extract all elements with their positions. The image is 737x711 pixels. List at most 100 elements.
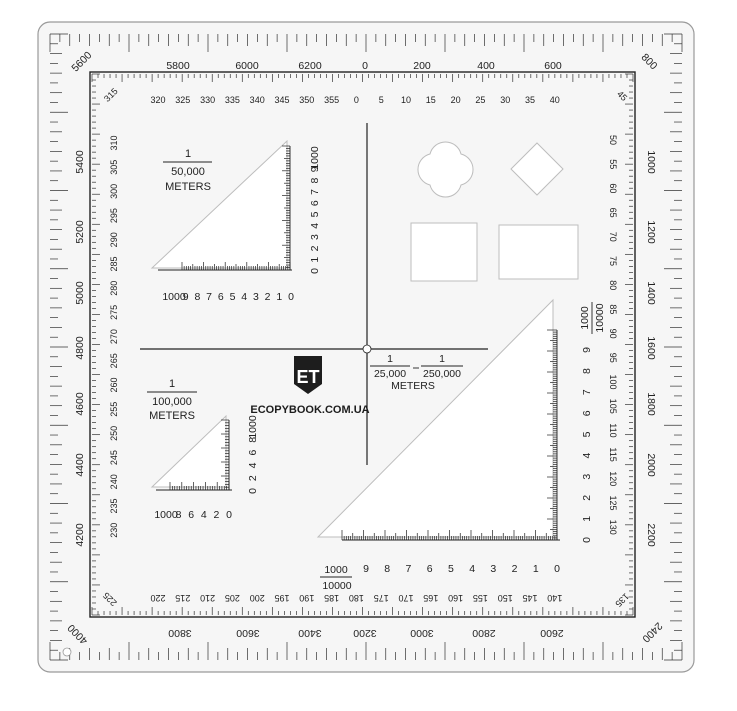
degree-left-labels: 3103053002952902852802752702652602552502… [109,135,119,537]
degree-label: 250 [109,426,119,441]
ruler-label: 6 [247,450,259,456]
mil-label: 200 [413,60,431,72]
degree-label: 310 [109,135,119,150]
scale-fraction-bottom: 50,000 [171,166,205,178]
mil-label: 3400 [298,627,322,639]
ruler-label: 1 [309,257,321,263]
degree-label: 20 [451,95,461,105]
inner-degree-ticks [91,73,634,616]
scale-right-10000: 10000 [594,303,606,332]
scale-fraction-top: 1 [185,148,191,160]
degree-label: 305 [109,160,119,175]
ruler-label: 4 [247,462,259,468]
center-crosshair [140,123,488,465]
scale-fraction-top: 1 [387,353,393,365]
degree-label: 285 [109,256,119,271]
degree-label: 60 [608,183,618,193]
degree-label: 200 [250,593,265,603]
scale-25k-x-ticks [341,530,558,540]
mil-label: 2200 [645,523,657,547]
degree-label: 65 [608,208,618,218]
ruler-label: 6 [581,410,593,416]
degree-label: 160 [448,593,463,603]
ruler-label: 0 [288,291,294,303]
ruler-label: 3 [309,234,321,240]
degree-label: 95 [608,353,618,363]
degree-label: 170 [398,593,413,603]
ruler-label: 1000 [162,291,186,303]
ruler-label: 4 [309,223,321,229]
logo-monogram: ET [296,367,319,387]
degree-label: 245 [109,450,119,465]
ruler-label: 1 [276,291,282,303]
degree-label: 150 [498,593,513,603]
brand-name: ECOPYBOOK.COM.UA [250,404,369,416]
scale-unit: METERS [149,410,195,422]
ruler-label: 0 [581,537,593,543]
ruler-label: 4 [201,509,207,521]
scale-50k-x-ticks [181,262,291,270]
mil-label: 400 [477,60,495,72]
scale-fraction-bottom: 25,000 [374,368,406,380]
ruler-label: 6 [188,509,194,521]
degree-label: 0 [354,95,359,105]
hanging-hole [62,647,72,657]
mil-label: 3800 [168,627,192,639]
degree-label: 290 [109,232,119,247]
ruler-label: 0 [554,563,560,575]
degree-label: 295 [109,208,119,223]
mil-label: 3200 [353,627,377,639]
degree-label: 55 [608,159,618,169]
mil-label: 1800 [645,392,657,416]
ruler-label: 0 [247,488,259,494]
degree-label: 270 [109,329,119,344]
mil-label: 3600 [236,627,260,639]
mil-label: 1200 [645,220,657,244]
ruler-label: 8 [309,178,321,184]
ruler-label: 1000 [309,146,321,170]
scale-100k-caption: 1 100,000 METERS [147,378,197,422]
ruler-label: 0 [226,509,232,521]
mil-label: 4400 [74,453,86,477]
ruler-label: 9 [183,291,189,303]
degree-label: 25 [475,95,485,105]
ruler-label: 6 [427,563,433,575]
mil-label: 4600 [74,392,86,416]
mil-label: 5000 [74,281,86,305]
scale-25k-corner-label: 1000 10000 [320,564,352,592]
mil-label: 2000 [645,453,657,477]
degree-label: 265 [109,353,119,368]
ruler-label: 3 [581,474,593,480]
degree-label: 255 [109,402,119,417]
quatrefoil-cutout [417,141,474,198]
mils-bottom-labels: 3800 3600 3400 3200 3000 2800 2600 [168,627,564,639]
degree-label: 180 [349,593,364,603]
degree-label: 210 [200,593,215,603]
ruler-label: 1000 [247,415,259,439]
degree-label: 205 [225,593,240,603]
degree-label: 100 [608,374,618,389]
scale-100k-x-ticks [169,482,230,490]
inner-frame [89,71,636,618]
scale-fraction-bottom: 250,000 [423,368,461,380]
ruler-label: 7 [581,389,593,395]
degree-label: 40 [550,95,560,105]
rectangle-cutout [498,224,579,280]
scale-right-1000: 1000 [579,306,591,330]
degree-label: 85 [608,304,618,314]
ruler-label: 3 [253,291,259,303]
degree-label: 35 [525,95,535,105]
ruler-label: 0 [309,268,321,274]
degree-label: 5 [379,95,384,105]
ruler-label: 4 [581,452,593,458]
scale-fraction-bottom: 100,000 [152,396,192,408]
degree-label: 280 [109,281,119,296]
mils-top-labels: 5800 6000 6200 0 200 400 600 [166,60,562,72]
degree-label: 50 [608,135,618,145]
mil-label: 1000 [645,150,657,174]
